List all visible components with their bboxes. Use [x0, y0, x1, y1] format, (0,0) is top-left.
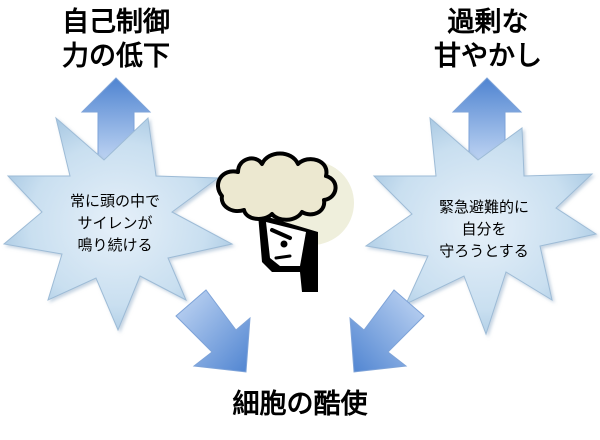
arrow-down-left: [349, 289, 425, 373]
label-bottom-text: 細胞の酷使: [232, 389, 368, 420]
label-top-left-line2: 力の低下: [62, 41, 170, 72]
stressed-person-icon: [216, 151, 354, 292]
burst-right: [364, 116, 598, 336]
burst-left-text: 常に頭の中で サイレンが 鳴り続ける: [56, 190, 174, 256]
burst-left: [2, 116, 234, 332]
burst-right-line1: 緊急避難的に: [438, 198, 529, 216]
arrow-down-right: [175, 289, 251, 373]
burst-left-line1: 常に頭の中で: [69, 192, 160, 210]
burst-right-line2: 自分を: [461, 220, 507, 238]
label-top-left-line1: 自己制御: [62, 7, 170, 38]
burst-left-line2: サイレンが: [77, 214, 153, 232]
label-top-right: 過剰な 甘やかし: [430, 6, 546, 74]
label-top-left: 自己制御 力の低下: [60, 6, 172, 74]
burst-right-text: 緊急避難的に 自分を 守ろうとする: [420, 196, 548, 262]
burst-left-line3: 鳴り続ける: [77, 236, 153, 254]
label-top-right-line2: 甘やかし: [434, 41, 542, 72]
burst-right-line3: 守ろうとする: [439, 242, 529, 260]
label-top-right-line1: 過剰な: [447, 7, 529, 38]
label-bottom: 細胞の酷使: [200, 388, 400, 422]
